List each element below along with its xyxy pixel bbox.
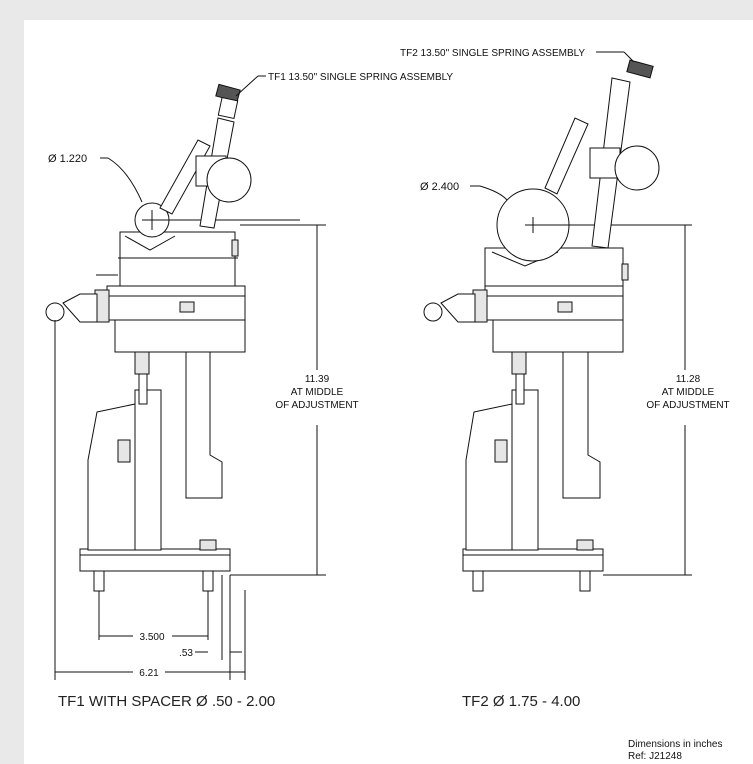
tf1-roller [206, 157, 252, 203]
tf2-mid-plate [484, 285, 624, 321]
tf1-assembly [45, 83, 300, 640]
tf2-side-knob-ball [423, 302, 443, 322]
tf1-lower-block [114, 319, 246, 353]
tf1-height-line2: AT MIDDLE [291, 387, 344, 398]
tf1-height-dimension: 11.39 AT MIDDLE OF ADJUSTMENT [230, 224, 359, 576]
tf1-height-value: 11.39 [305, 374, 330, 385]
tf2-rear-arm [562, 349, 601, 499]
tf1-caption: TF1 WITH SPACER Ø .50 - 2.00 [58, 693, 275, 710]
tf1-bolt-head-right [199, 539, 217, 551]
tf2-lower-block [492, 319, 624, 353]
tf2-column [511, 389, 539, 551]
tf1-v-block [119, 231, 236, 259]
tf2-height-value: 11.28 [676, 374, 701, 385]
tf1-bolt-right [202, 570, 214, 592]
tf1-adjust-screw [134, 351, 150, 375]
tf1-diameter-label: Ø 1.220 [48, 153, 87, 165]
tf2-height-line2: AT MIDDLE [662, 387, 715, 398]
tf2-caption: TF2 Ø 1.75 - 4.00 [462, 693, 580, 710]
tf1-base-width: 6.21 [139, 668, 159, 679]
drawing-ref: Ref: J21248 [628, 751, 682, 762]
tf2-spring-label: TF2 13.50" SINGLE SPRING ASSEMBLY [400, 48, 585, 59]
tf1-spring-label: TF1 13.50" SINGLE SPRING ASSEMBLY [268, 72, 453, 83]
tf1-side-knob-stem [62, 293, 98, 323]
tf1-height-line3: OF ADJUSTMENT [275, 400, 358, 411]
tf1-column-bracket [87, 403, 136, 551]
tf1-lock-knob [117, 439, 131, 463]
tf1-rear-arm [185, 349, 223, 499]
tf2-height-dimension: 11.28 AT MIDDLE OF ADJUSTMENT [603, 224, 730, 576]
units-note: Dimensions in inches [628, 739, 723, 750]
tf1-column [134, 389, 162, 551]
tf2-spring-arm [544, 117, 589, 195]
tf1-base-plate [79, 548, 231, 572]
tf2-base-plate [462, 548, 604, 572]
tf1-side-knob-ball [45, 302, 65, 322]
tf2-assembly [423, 59, 680, 592]
tf1-top-plate [119, 257, 236, 287]
tf1-offset: .53 [179, 648, 193, 659]
tf2-diameter-label: Ø 2.400 [420, 181, 459, 193]
tf2-column-bracket [465, 403, 513, 551]
tf1-bolt-spacing: 3.500 [139, 632, 164, 643]
tf2-height-line3: OF ADJUSTMENT [646, 400, 729, 411]
tf2-roller [614, 145, 660, 191]
tf1-mid-plate [106, 285, 246, 321]
tf2-spring-cap [626, 59, 654, 79]
tf1-base-dimensions: 3.500 .53 6.21 [54, 320, 246, 680]
tf1-bolt-left [93, 570, 105, 592]
